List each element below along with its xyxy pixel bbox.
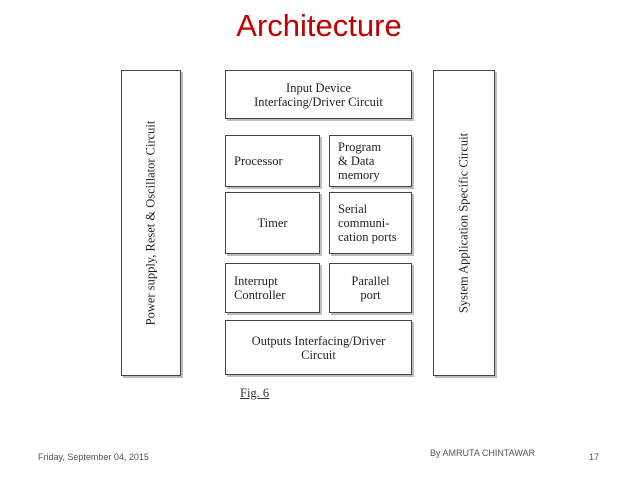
power-reset-oscillator-label: Power supply, Reset & Oscillator Circuit (143, 120, 158, 326)
figure-label: Fig. 6 (240, 386, 270, 400)
memory-block: Program & Data memory (329, 135, 412, 187)
parallel-port-label: Parallel port (351, 274, 390, 302)
input-interfacing-block: Input Device Interfacing/Driver Circuit (225, 70, 412, 119)
interrupt-controller-block: Interrupt Controller (225, 263, 320, 313)
output-interfacing-block: Outputs Interfacing/Driver Circuit (225, 320, 412, 375)
processor-label: Processor (234, 154, 283, 168)
input-interfacing-label: Input Device Interfacing/Driver Circuit (254, 80, 383, 109)
serial-ports-label: Serial communi- cation ports (338, 202, 397, 244)
footer-date: Friday, September 04, 2015 (38, 452, 149, 462)
interrupt-controller-label: Interrupt Controller (234, 274, 286, 302)
parallel-port-block: Parallel port (329, 263, 412, 313)
footer-author: By AMRUTA CHINTAWAR (430, 448, 536, 458)
output-interfacing-label: Outputs Interfacing/Driver Circuit (251, 333, 386, 362)
processor-block: Processor (225, 135, 320, 187)
power-reset-oscillator-bar: Power supply, Reset & Oscillator Circuit (121, 70, 181, 376)
system-application-label: System Application Specific Circuit (456, 132, 471, 314)
system-application-bar: System Application Specific Circuit (433, 70, 495, 376)
memory-label: Program & Data memory (338, 140, 382, 182)
timer-label: Timer (257, 216, 288, 230)
serial-ports-block: Serial communi- cation ports (329, 192, 412, 254)
timer-block: Timer (225, 192, 320, 254)
slide-title: Architecture (236, 8, 402, 43)
footer-page-number: 17 (589, 452, 600, 462)
